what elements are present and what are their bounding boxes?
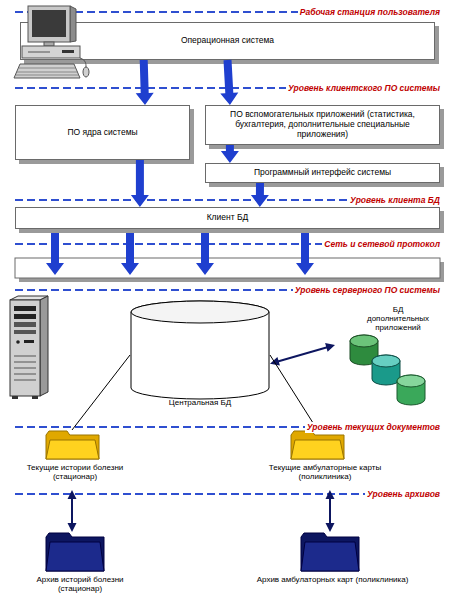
node-text: Центральная БД bbox=[130, 398, 270, 407]
flow-arrow bbox=[251, 183, 269, 207]
folder-node: Текущие истории болезни (стационар) bbox=[15, 430, 135, 490]
flow-arrow bbox=[221, 145, 239, 163]
database-cylinder: Центральная БД bbox=[130, 300, 270, 410]
exchange-arrow bbox=[270, 343, 335, 366]
cylinder-shape bbox=[397, 375, 425, 405]
node-text: Программный интерфейс системы bbox=[254, 168, 391, 178]
layer-label: Уровень текущих документов bbox=[305, 422, 442, 433]
node-outline bbox=[255, 532, 410, 598]
archive-folder: Архив амбулаторных карт (поликлиника) bbox=[255, 532, 410, 598]
flow-arrow bbox=[220, 60, 238, 105]
node-outline bbox=[130, 300, 270, 410]
node-text: Клиент БД bbox=[207, 213, 249, 223]
layer-label: Уровень серверного ПО системы bbox=[293, 285, 442, 296]
link-line bbox=[270, 355, 318, 430]
module-box: ПО вспомогательных приложений (статистик… bbox=[205, 105, 440, 145]
folder-node: Текущие амбулаторные карты (поликлиника) bbox=[250, 430, 400, 490]
module-box: ПО ядра системы bbox=[15, 105, 190, 160]
node-text: Текущие истории болезни (стационар) bbox=[15, 463, 135, 481]
cylinder-shape bbox=[131, 301, 269, 399]
folder-icon bbox=[46, 431, 99, 459]
cylinder-shape bbox=[372, 355, 400, 385]
node-text: ПО ядра системы bbox=[67, 128, 137, 138]
flow-arrow bbox=[131, 160, 149, 207]
database-group: БД дополнительных приложений bbox=[335, 305, 435, 410]
node-text: Текущие амбулаторные карты (поликлиника) bbox=[250, 463, 400, 481]
flow-arrow bbox=[136, 60, 154, 105]
layer-label: Уровень архивов bbox=[365, 489, 442, 500]
node-text: Операционная система bbox=[181, 36, 274, 46]
node-text: ПО вспомогательных приложений (статистик… bbox=[218, 110, 427, 139]
archive-folder: Архив историй болезни (стационар) bbox=[20, 532, 140, 598]
exchange-arrow bbox=[68, 490, 77, 532]
exchange-arrow bbox=[326, 490, 335, 532]
node-text: Архив историй болезни (стационар) bbox=[20, 575, 140, 593]
network-arrows bbox=[46, 232, 314, 275]
folder-icon bbox=[301, 533, 359, 571]
folder-icon bbox=[291, 431, 344, 459]
network-band bbox=[15, 258, 440, 278]
layer-label: Сеть и сетевой протокол bbox=[322, 239, 442, 250]
server-illustration bbox=[10, 296, 48, 399]
interface-box: Программный интерфейс системы bbox=[205, 163, 440, 183]
layer-label: Уровень клиента БД bbox=[348, 195, 442, 206]
layer-label: Уровень клиентского ПО системы bbox=[286, 83, 442, 94]
client-box: Клиент БД bbox=[15, 207, 440, 229]
node-text: БД дополнительных приложений bbox=[361, 305, 435, 333]
node-text: Архив амбулаторных карт (поликлиника) bbox=[255, 575, 410, 584]
computer-illustration bbox=[0, 0, 100, 90]
os-box: Операционная система bbox=[20, 22, 435, 60]
layer-label: Рабочая станция пользователя bbox=[298, 7, 442, 18]
folder-icon bbox=[46, 533, 104, 571]
link-line bbox=[72, 355, 130, 430]
